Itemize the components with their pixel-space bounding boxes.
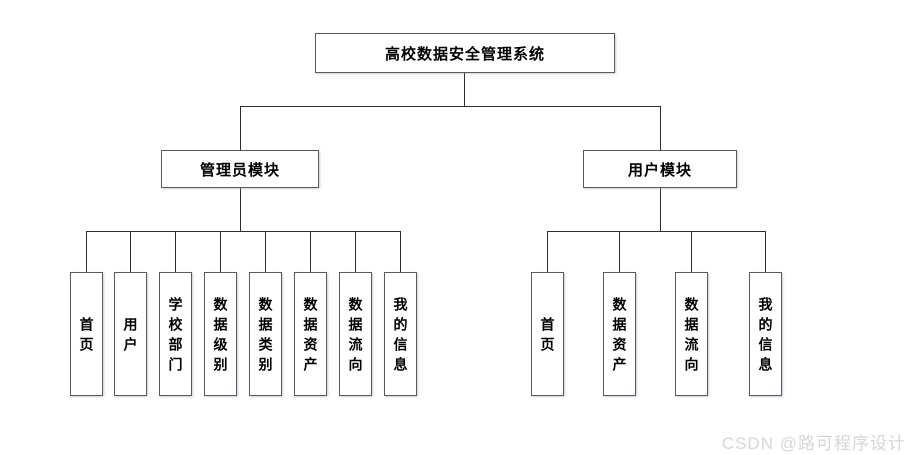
- connector-admin-leaf-drop: [265, 231, 266, 272]
- connector-admin-leaf-drop: [310, 231, 311, 272]
- connector-user-leaf-drop: [547, 231, 548, 272]
- connector-admin-bus: [86, 231, 401, 232]
- root-node-label: 高校数据安全管理系统: [384, 45, 545, 63]
- connector-root-stem: [464, 73, 465, 106]
- leaf-node-admin-data-flow: 数据流向: [339, 272, 372, 396]
- connector-root-bus: [240, 106, 661, 107]
- connector-user-stem: [660, 188, 661, 231]
- leaf-node-label: 数据资产: [302, 297, 319, 377]
- connector-admin-leaf-drop: [400, 231, 401, 272]
- leaf-node-admin-school-dept: 学校部门: [159, 272, 192, 396]
- leaf-node-admin-data-category: 数据类别: [249, 272, 282, 396]
- watermark: CSDN @路可程序设计: [721, 434, 906, 453]
- leaf-node-admin-data-level: 数据级别: [204, 272, 237, 396]
- leaf-node-admin-user: 用户: [114, 272, 147, 396]
- module-node-user: 用户模块: [583, 150, 737, 188]
- leaf-node-admin-my-info: 我的信息: [384, 272, 417, 396]
- connector-admin-leaf-drop: [220, 231, 221, 272]
- leaf-node-admin-data-asset: 数据资产: [294, 272, 327, 396]
- connector-admin-leaf-drop: [86, 231, 87, 272]
- module-node-admin: 管理员模块: [161, 150, 319, 188]
- leaf-node-label: 用户: [122, 317, 139, 357]
- connector-admin-leaf-drop: [175, 231, 176, 272]
- leaf-node-user-data-asset: 数据资产: [603, 272, 636, 396]
- connector-admin-leaf-drop: [130, 231, 131, 272]
- module-node-admin-label: 管理员模块: [199, 161, 280, 179]
- connector-user-leaf-drop: [691, 231, 692, 272]
- connector-user-leaf-drop: [765, 231, 766, 272]
- leaf-node-label: 数据流向: [683, 297, 700, 377]
- leaf-node-user-my-info: 我的信息: [749, 272, 782, 396]
- leaf-node-user-home: 首页: [531, 272, 564, 396]
- leaf-node-label: 数据流向: [347, 297, 364, 377]
- leaf-node-user-data-flow: 数据流向: [675, 272, 708, 396]
- leaf-node-label: 首页: [78, 317, 95, 357]
- connector-user-drop: [660, 106, 661, 150]
- connector-admin-leaf-drop: [355, 231, 356, 272]
- leaf-node-label: 首页: [539, 317, 556, 357]
- leaf-node-label: 我的信息: [392, 297, 409, 377]
- connector-user-leaf-drop: [619, 231, 620, 272]
- root-node: 高校数据安全管理系统: [315, 33, 615, 73]
- leaf-node-label: 学校部门: [167, 297, 184, 377]
- module-node-user-label: 用户模块: [627, 161, 692, 179]
- leaf-node-label: 数据资产: [611, 297, 628, 377]
- leaf-node-label: 我的信息: [757, 297, 774, 377]
- connector-admin-drop: [240, 106, 241, 150]
- connector-user-bus: [547, 231, 766, 232]
- leaf-node-admin-home: 首页: [70, 272, 103, 396]
- leaf-node-label: 数据类别: [257, 297, 274, 377]
- leaf-node-label: 数据级别: [212, 297, 229, 377]
- connector-admin-stem: [240, 188, 241, 231]
